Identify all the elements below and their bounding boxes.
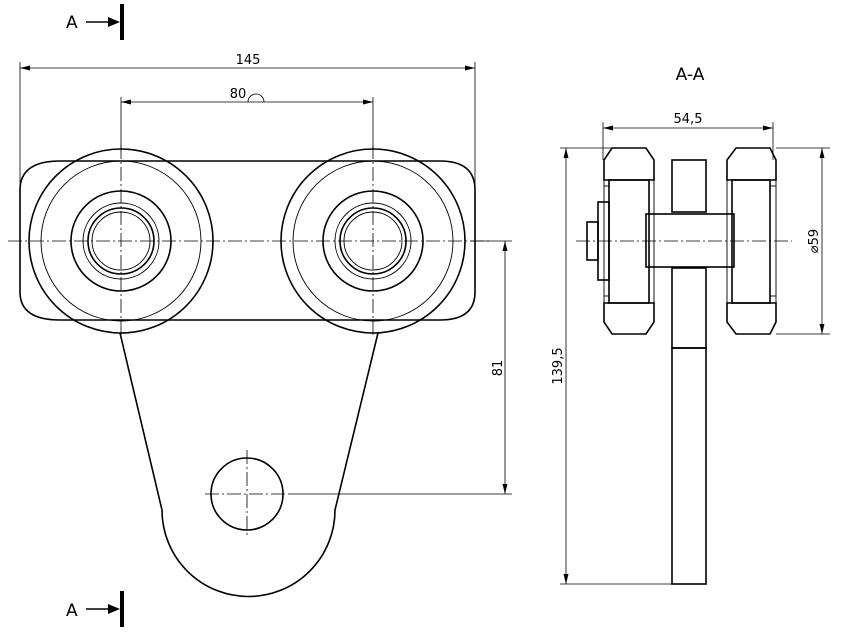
- left-tire-bottom: [603, 302, 655, 335]
- dim-label-wheel-diameter: ⌀59: [807, 229, 822, 253]
- right-bearing: [731, 179, 771, 304]
- dim-wheel-spacing: 80: [120, 87, 374, 150]
- dim-wheel-width: 54,5: [602, 112, 774, 160]
- section-view: [576, 147, 792, 585]
- dim-hole-offset: 81: [289, 240, 512, 495]
- arc-symbol: [247, 93, 265, 103]
- dim-label-wheel-width: 54,5: [674, 112, 703, 127]
- section-marker-top: A: [66, 4, 124, 40]
- section-letter-top: A: [66, 13, 78, 33]
- section-title: A-A: [676, 65, 705, 85]
- upper-plate: [19, 160, 476, 321]
- dim-overall-width: 145: [19, 53, 476, 185]
- left-tire-top: [603, 147, 655, 181]
- hanger-plate: [119, 332, 379, 598]
- section-plate-middle: [671, 267, 707, 349]
- dim-label-wheel-spacing: 80: [230, 87, 247, 102]
- left-bearing: [608, 179, 650, 304]
- right-tire-bottom: [726, 302, 777, 335]
- dim-label-total-height: 139,5: [551, 347, 566, 384]
- right-tire-top: [726, 147, 777, 181]
- dim-total-height: 139,5: [551, 147, 672, 585]
- section-letter-bottom: A: [66, 601, 78, 621]
- dim-label-overall-width: 145: [236, 53, 261, 68]
- axle: [645, 213, 735, 268]
- dim-label-hole-offset: 81: [491, 360, 506, 377]
- section-plate-upper: [671, 159, 707, 213]
- section-plate-lower: [671, 347, 707, 585]
- front-view: [8, 145, 490, 598]
- dim-wheel-diameter: ⌀59: [776, 147, 830, 335]
- section-marker-bottom: A: [66, 591, 124, 627]
